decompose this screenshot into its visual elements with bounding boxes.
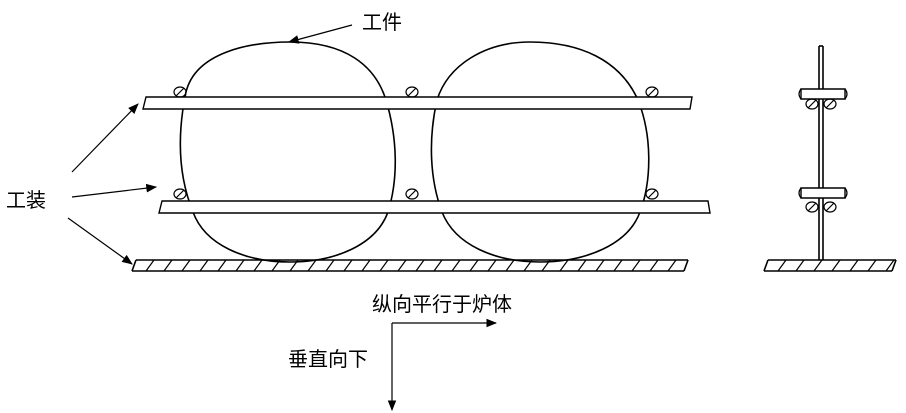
- hatch-line: [199, 259, 209, 272]
- hatch-line: [831, 259, 841, 272]
- bolt-head: [645, 188, 659, 200]
- bolt-head: [405, 188, 419, 200]
- hatch-line: [307, 259, 317, 272]
- fixture-leader-arrow-lower: [67, 217, 133, 265]
- workpiece-right: [430, 41, 650, 263]
- workpiece-label: 工件: [362, 10, 402, 34]
- longitudinal-direction-label: 纵向平行于炉体: [372, 292, 512, 316]
- fixture-label: 工装: [6, 188, 46, 212]
- hatch-line: [505, 259, 515, 272]
- hatch-line: [163, 259, 173, 272]
- side-view: [763, 45, 897, 272]
- hatch-line: [867, 259, 877, 272]
- bolt-head: [173, 188, 187, 200]
- bolt-head: [405, 86, 419, 98]
- base-plate-front: [131, 259, 689, 272]
- side-clamp-upper: [798, 88, 848, 110]
- bolt-head: [173, 86, 187, 98]
- bolt-slot: [175, 87, 185, 97]
- hatch-line: [397, 259, 407, 272]
- bolt-slot: [647, 87, 657, 97]
- bolt-slot: [647, 189, 657, 199]
- hatch-line: [795, 259, 805, 272]
- hatch-line: [577, 259, 587, 272]
- base-plate-side: [763, 259, 897, 272]
- fixture-bar-upper: [142, 96, 693, 110]
- fixture-leader-arrow-middle: [71, 183, 158, 198]
- hatch-line: [415, 259, 425, 272]
- bolt-slot: [407, 189, 417, 199]
- hatch-line: [649, 259, 659, 272]
- bolts-front: [173, 86, 659, 200]
- hatch-line: [849, 259, 859, 272]
- bolt-slot: [175, 189, 185, 199]
- bolt-slot: [407, 87, 417, 97]
- hatch-line: [253, 259, 263, 272]
- hatch-line: [379, 259, 389, 272]
- fixture-leader-arrow-upper: [71, 103, 139, 173]
- bolt-head: [645, 86, 659, 98]
- hatch-line: [667, 259, 677, 272]
- hatch-line: [777, 259, 787, 272]
- hatch-line: [469, 259, 479, 272]
- hatch-line: [813, 259, 823, 272]
- hatch-line: [595, 259, 605, 272]
- hatch-line: [631, 259, 641, 272]
- hatch-line: [145, 259, 155, 272]
- side-clamp-lower: [798, 187, 848, 213]
- hatch-line: [181, 259, 191, 272]
- hatch-line: [451, 259, 461, 272]
- fixture-bar-lower: [158, 200, 711, 214]
- hatch-line: [885, 259, 895, 272]
- hatch-line: [613, 259, 623, 272]
- hatch-line: [361, 259, 371, 272]
- hatch-line: [217, 259, 227, 272]
- hatch-line: [559, 259, 569, 272]
- hatch-line: [487, 259, 497, 272]
- hatch-line: [325, 259, 335, 272]
- hatch-line: [343, 259, 353, 272]
- hatch-line: [433, 259, 443, 272]
- hatch-line: [235, 259, 245, 272]
- workpiece-left: [179, 41, 397, 263]
- workpiece-leader-arrow: [287, 24, 353, 44]
- vertical-direction-label: 垂直向下: [288, 347, 368, 371]
